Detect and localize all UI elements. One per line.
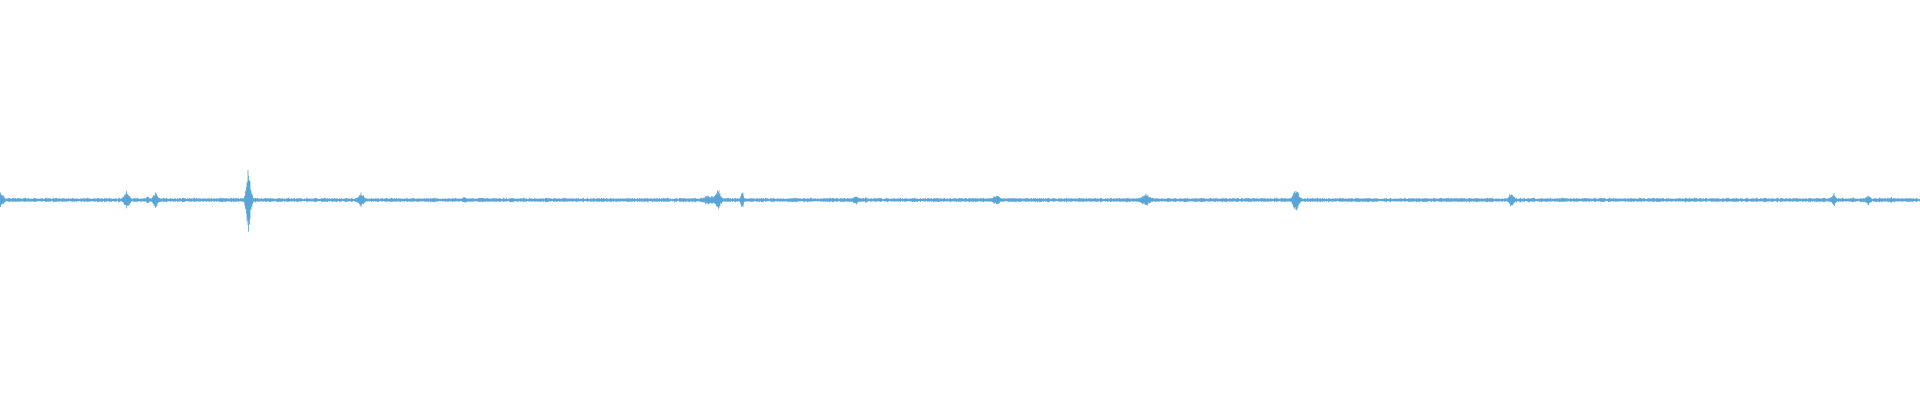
waveform-trace [0,170,1920,232]
waveform-samples [0,170,1920,232]
